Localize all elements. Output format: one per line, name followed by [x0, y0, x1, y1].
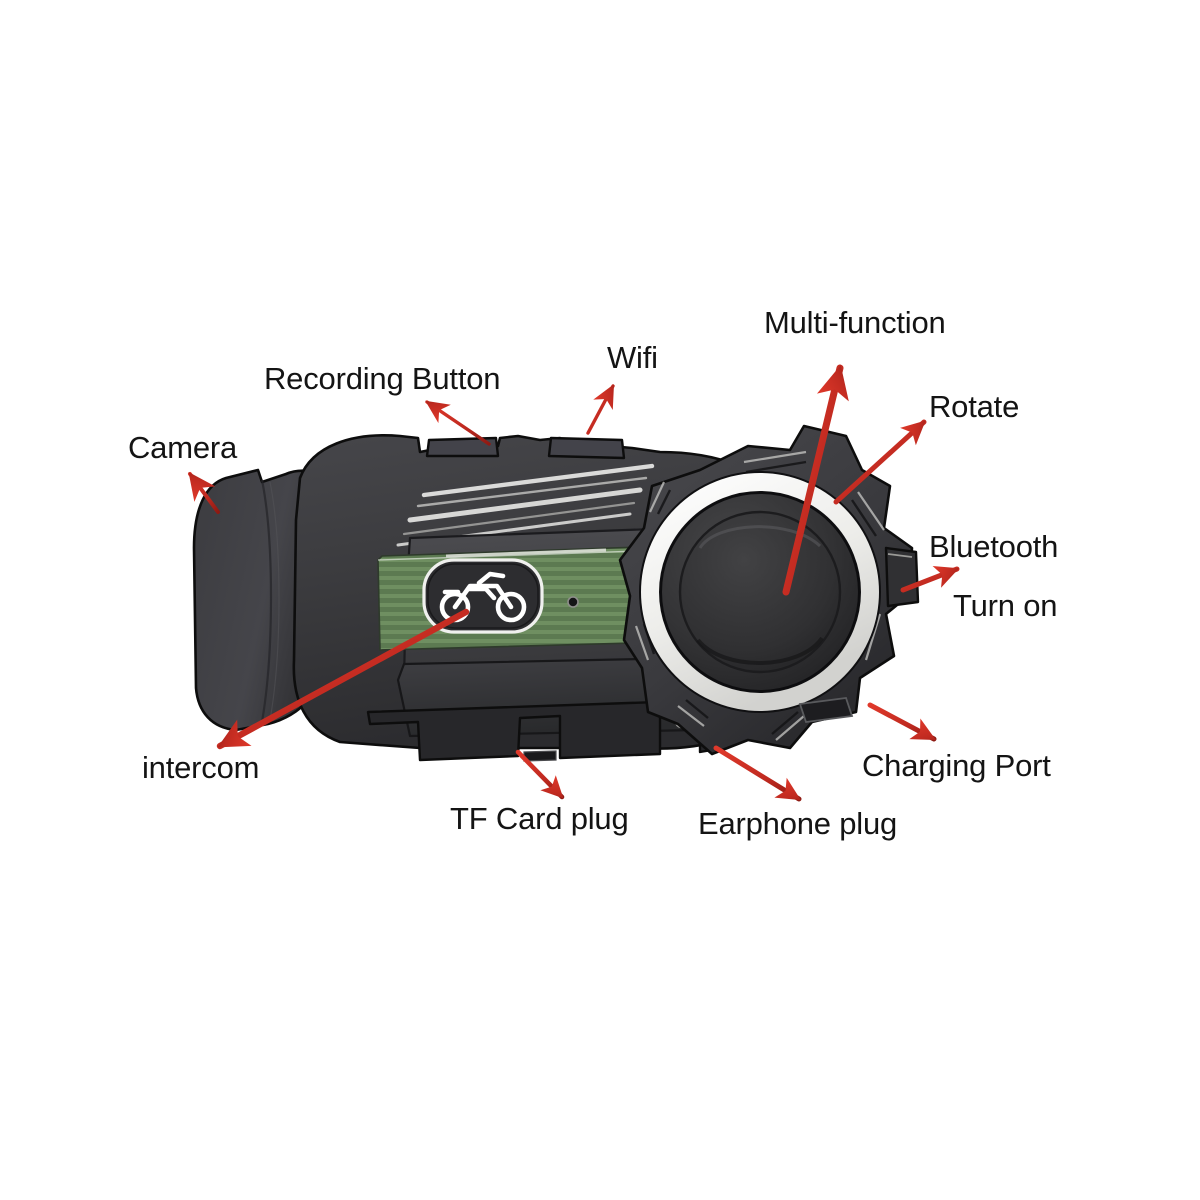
callout-label-tf-card-plug: TF Card plug [450, 801, 629, 836]
tf-card-slot [523, 750, 557, 762]
callout-label-wifi: Wifi [607, 340, 658, 375]
gear-teeth-lines [634, 450, 885, 741]
callout-label-multi-function: Multi-function [764, 305, 946, 340]
callout-label-charging-port: Charging Port [862, 748, 1051, 783]
dial-face-inner [678, 510, 842, 674]
recording-button-tab [425, 436, 500, 458]
arrow-recording-button [425, 400, 491, 446]
callout-label-intercom: intercom [142, 750, 260, 785]
camera-seam-2 [269, 481, 280, 721]
arrow-camera [188, 471, 220, 514]
callout-label-earphone-plug: Earphone plug [698, 806, 898, 841]
callout-label-bluetooth: Bluetooth [929, 529, 1059, 564]
rotate-dial-housing [618, 424, 920, 756]
top-ridge-lines [396, 463, 655, 547]
arrow-bluetooth-turn-on [900, 565, 960, 593]
dial-face-highlight [698, 525, 822, 549]
arrow-intercom [216, 608, 470, 750]
wifi-button-tab [547, 436, 626, 460]
intercom-button[interactable] [422, 558, 544, 634]
arrow-wifi [586, 384, 615, 435]
callout-label-camera: Camera [128, 430, 238, 465]
arrow-charging-port [867, 702, 937, 742]
callout-label-rotate: Rotate [929, 389, 1020, 424]
arrow-multi-function [782, 364, 849, 596]
arrow-rotate [833, 419, 927, 505]
camera-seam [260, 479, 273, 723]
pcb-top-highlight [445, 548, 607, 558]
device-body-group [192, 424, 920, 762]
dial-face-shadow [696, 636, 824, 665]
dial-outer-ring-edge [639, 471, 881, 713]
dial-outer-ring [640, 472, 880, 712]
callout-label-turn-on: Turn on [953, 588, 1058, 623]
charging-port-notch [798, 697, 854, 723]
arrow-tf-card-plug [515, 749, 565, 800]
bluetooth-button [884, 546, 920, 608]
callout-arrows [188, 364, 960, 802]
arrow-earphone-plug [713, 745, 802, 802]
screw-dot [567, 596, 579, 608]
callout-label-recording-button: Recording Button [264, 361, 501, 396]
